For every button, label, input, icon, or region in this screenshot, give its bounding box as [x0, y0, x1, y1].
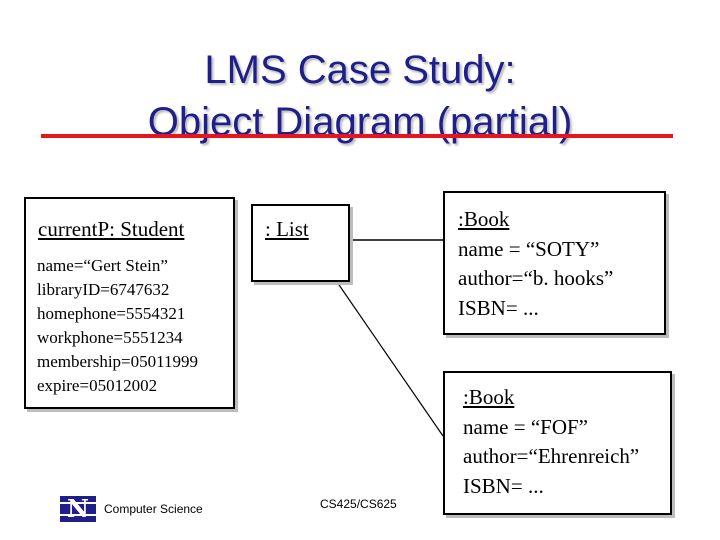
book1-attr-isbn: ISBN= ... — [458, 295, 539, 320]
book1-attr-author: author=“b. hooks” — [458, 266, 614, 290]
link-list-book2 — [336, 281, 444, 437]
student-object-box: currentP: Student name=“Gert Stein” libr… — [24, 197, 235, 409]
slide-title-line-1: LMS Case Study: — [204, 48, 516, 92]
book2-object-box: :Book name = “FOF” author=“Ehrenreich” I… — [443, 371, 672, 515]
book1-lines: :Book name = “SOTY” author=“b. hooks” IS… — [458, 205, 613, 323]
logo-letter: N — [67, 494, 89, 523]
book1-object-box: :Book name = “SOTY” author=“b. hooks” IS… — [443, 191, 666, 335]
student-attr-workphone: workphone=5551234 — [37, 328, 183, 347]
student-attr-library-id: libraryID=6747632 — [37, 280, 170, 299]
book2-lines: :Book name = “FOF” author=“Ehrenreich” I… — [463, 383, 639, 501]
student-attr-homephone: homephone=5554321 — [37, 304, 186, 323]
student-attributes: name=“Gert Stein” libraryID=6747632 home… — [37, 254, 198, 398]
book1-object-name: :Book — [458, 207, 510, 231]
title-underline-rule — [41, 134, 673, 138]
student-object-name: currentP: Student — [38, 217, 185, 241]
book2-object-name: :Book — [463, 385, 515, 409]
book2-attr-isbn: ISBN= ... — [463, 473, 544, 498]
student-attr-membership: membership=05011999 — [37, 352, 198, 371]
university-logo-icon: N — [60, 496, 96, 522]
book2-attr-author: author=“Ehrenreich” — [463, 444, 640, 468]
footer-course-code: CS425/CS625 — [320, 497, 397, 511]
student-attr-expire: expire=05012002 — [37, 376, 158, 395]
book2-attr-name: name = “FOF” — [463, 414, 588, 439]
list-object-name: : List — [265, 217, 309, 241]
list-object-box: : List — [251, 204, 350, 282]
footer-department: Computer Science — [104, 502, 203, 516]
student-attr-name: name=“Gert Stein” — [37, 256, 168, 275]
book1-attr-name: name = “SOTY” — [458, 236, 600, 261]
